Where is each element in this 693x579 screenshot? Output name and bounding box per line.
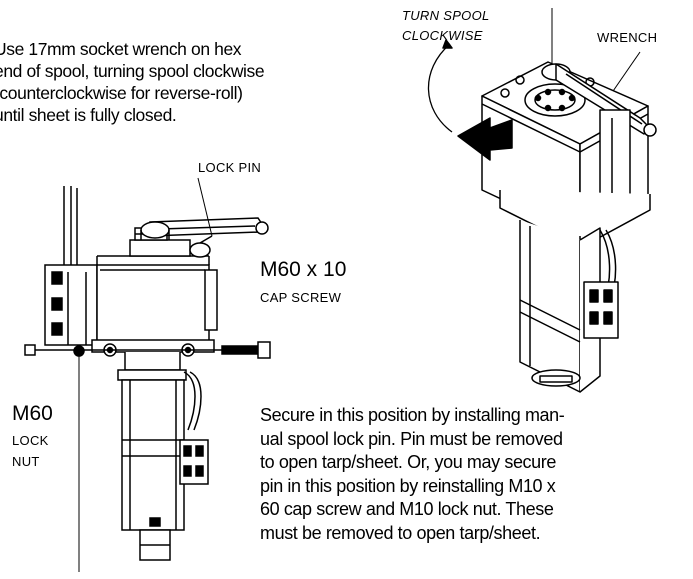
instruction-top-line: until sheet is fully closed. [0,105,177,125]
instruction-bottom-line: must be removed to open tarp/sheet. [260,522,541,543]
instruction-bottom-line: to open tarp/sheet. Or, you may secure [260,452,556,472]
lock-nut-size-label: M60 [12,402,53,425]
instruction-bottom-line: Secure in this position by installing ma… [260,405,565,425]
instruction-top-line: end of spool, turning spool clockwise [0,61,265,81]
instruction-top-line: Use 17mm socket wrench on hex [0,39,242,59]
lock-nut-label-line2: NUT [12,454,40,469]
wrench-label: WRENCH [597,30,658,45]
instruction-bottom-line: 60 cap screw and M10 lock nut. These [260,499,554,519]
turn-spool-label-line2: CLOCKWISE [402,28,483,43]
lock-pin-label: LOCK PIN [198,160,262,175]
instruction-bottom-line: ual spool lock pin. Pin must be removed [260,428,563,449]
cap-screw-size-label: M60 x 10 [260,258,347,281]
instruction-bottom: Secure in this position by installing ma… [260,404,565,545]
instruction-bottom-line: pin in this position by reinstalling M10… [260,475,556,496]
lock-nut-label-line1: LOCK [12,433,49,448]
instruction-top: Use 17mm socket wrench on hex end of spo… [0,38,374,126]
cap-screw-label: CAP SCREW [260,290,342,305]
turn-spool-label-line1: TURN SPOOL [402,8,490,23]
instruction-top-line: (counterclockwise for reverse-roll) [0,83,243,103]
